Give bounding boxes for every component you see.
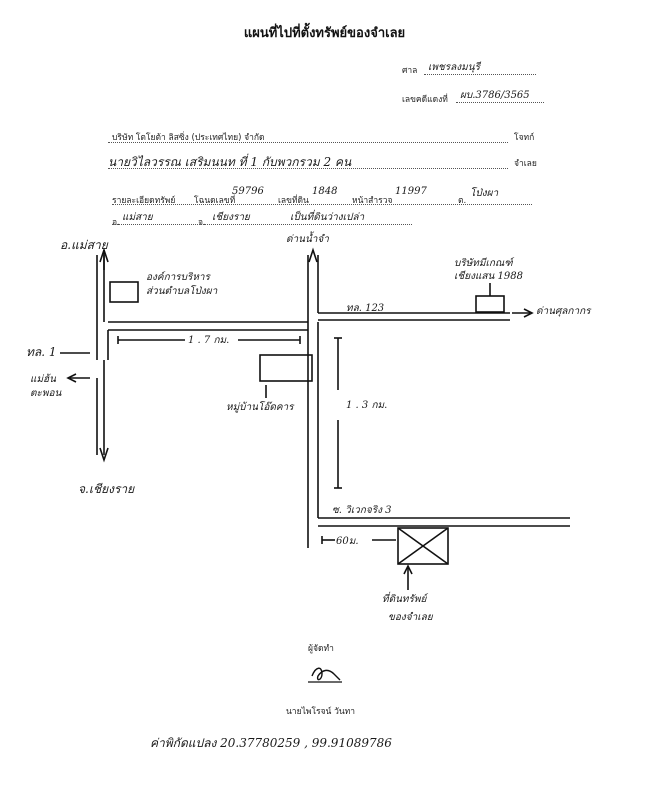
hwy-left-label: ทล. 1	[26, 345, 57, 359]
subdistrict-prefix: ต.	[458, 196, 467, 206]
plaintiff-role: โจทก์	[514, 133, 535, 143]
province-prefix: จ.	[198, 218, 206, 228]
case-line	[456, 102, 544, 103]
deed-no: 59796	[232, 186, 264, 197]
org-building	[109, 281, 139, 303]
org-label-2: ส่วนตำบลโป่งผา	[146, 286, 218, 297]
property-box	[397, 527, 449, 565]
village-box	[259, 354, 313, 382]
org-label-1: องค์การบริหาร	[146, 272, 210, 283]
defendant-name: นายวิไลวรรณ เสริมนนท ที่ 1 กับพวกรวม 2 ค…	[108, 155, 352, 169]
province-line	[112, 224, 412, 225]
land-label: เลขที่ดิน	[278, 196, 309, 206]
top-mid-road-label: ด่านน้ำจำ	[286, 234, 329, 245]
page-title: แผนที่ไปที่ตั้งทรัพย์ของจำเลย	[243, 26, 406, 41]
district: แม่สาย	[122, 212, 153, 223]
maker-label: ผู้จัดทำ	[308, 644, 334, 654]
to-market-label: แม่ฮ้น	[30, 374, 56, 385]
court-value: เพชรลงมนุรี	[428, 62, 480, 73]
defendant-role: จำเลย	[514, 159, 537, 169]
property-label: รายละเอียดทรัพย์	[112, 196, 176, 206]
village-label: หมู่บ้านโอ๊ดคาร	[226, 402, 294, 413]
court-line	[424, 74, 536, 75]
to-customs-label: ด่านศุลกากร	[536, 306, 591, 317]
case-label: เลขคดีแดงที่	[402, 95, 448, 105]
property-line	[112, 204, 532, 205]
plaintiff-name: บริษัท โตโยต้า ลิสซิ่ง (ประเทศไทย) จำกัด	[112, 133, 265, 143]
survey-label: หน้าสำรวจ	[352, 196, 393, 206]
province: เชียงราย	[212, 212, 250, 223]
plaintiff-line	[108, 142, 508, 143]
signer-name: นายไพโรจน์ วันทา	[286, 707, 356, 717]
subdistrict: โป่งผา	[470, 188, 499, 199]
dist-short-label: 60ม.	[336, 536, 359, 547]
defendant-line	[108, 168, 508, 169]
deed-label: โฉนดเลขที่	[194, 196, 236, 206]
dist-vertical-label: 1 . 3 กม.	[346, 400, 388, 411]
coordinates: ค่าพิกัดแปลง 20.37780259 , 99.91089786	[150, 736, 392, 750]
property-note: เป็นที่ดินว่างเปล่า	[290, 212, 365, 223]
soi-label: ซ. วิเวกจริง 3	[332, 505, 392, 516]
top-left-road-label: อ.แม่สาย	[60, 238, 108, 252]
property-label-1: ที่ดินทรัพย์	[382, 594, 427, 605]
survey-no: 11997	[395, 186, 427, 197]
court-label: ศาล	[402, 66, 418, 76]
dist-horizontal-label: 1 . 7 กม.	[188, 335, 230, 346]
case-value: ผบ.3786/3565	[460, 90, 530, 101]
district-prefix: อ.	[112, 218, 120, 228]
to-market-label-2: ตะพอน	[30, 388, 62, 399]
bottom-left-road-label: จ.เชียงราย	[78, 482, 135, 496]
company-label-2: เชียงแสน 1988	[454, 271, 523, 282]
land-no: 1848	[312, 186, 338, 197]
company-label-1: บริษัทมีเกณฑ์	[454, 258, 513, 269]
property-label-2: ของจำเลย	[388, 612, 433, 623]
hwy-right-label: ทล. 123	[346, 303, 385, 314]
